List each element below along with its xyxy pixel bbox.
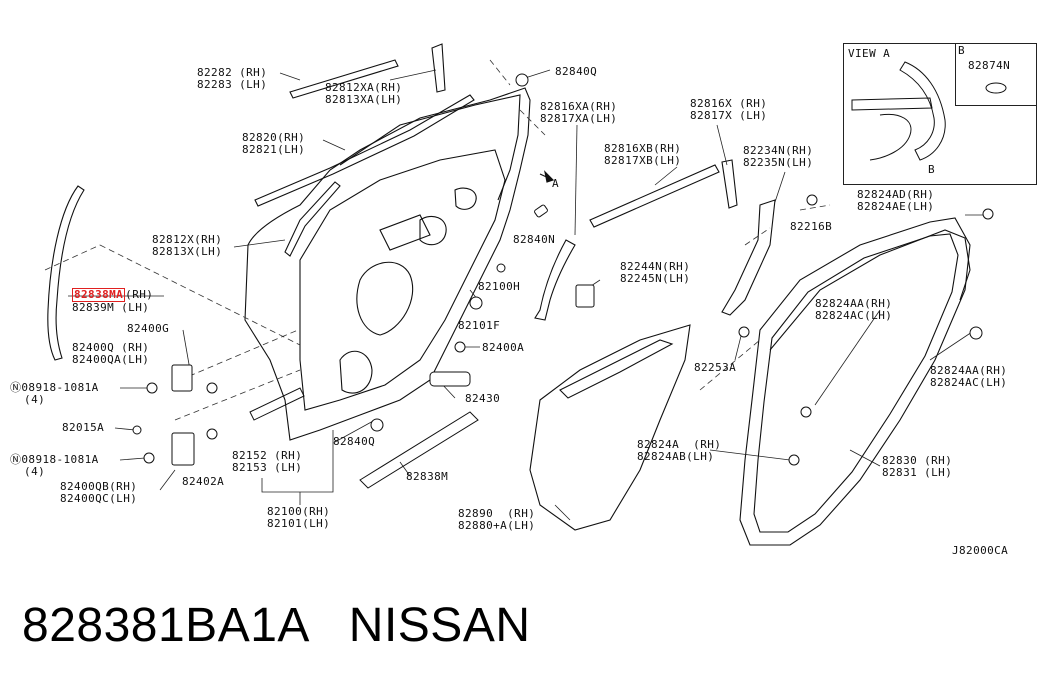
callout-82015a: 82015A (62, 421, 105, 434)
nut-08918-bottom (143, 452, 155, 464)
callout-82282: 82282 (RH)82283 (LH) (197, 66, 268, 91)
seal-82812xa (431, 43, 446, 93)
callout-82824a: 82824A (RH)82824AB(LH) (637, 438, 722, 463)
diagram-code: J82000CA (952, 544, 1009, 557)
callout-82816xa: 82816XA(RH)82817XA(LH) (540, 100, 618, 125)
handle-82430 (429, 371, 471, 387)
clip-82824aa-right (969, 326, 983, 340)
seal-82820 (254, 94, 475, 207)
view-b-label: B (958, 44, 966, 57)
view-b-clip (985, 82, 1007, 94)
callout-82400a: 82400A (482, 341, 525, 354)
callout-82152: 82152 (RH)82153 (LH) (232, 449, 303, 474)
view-a-pillar (899, 61, 946, 161)
clip-82840n (534, 204, 548, 218)
brand-name: NISSAN (348, 599, 531, 652)
seal-82812x (284, 181, 341, 257)
callout-82100: 82100(RH)82101(LH) (267, 505, 331, 530)
door-trim-armrest (559, 339, 674, 399)
callout-82812xa: 82812XA(RH)82813XA(LH) (325, 81, 403, 106)
view-a-b-marker: B (928, 163, 936, 176)
callout-82400q: 82400Q (RH)82400QA(LH) (72, 341, 150, 366)
strip-82152 (249, 387, 305, 421)
callout-82216b: 82216B (790, 220, 833, 233)
bolt-82253a (738, 326, 750, 338)
weatherstrip-82830 (739, 217, 971, 546)
callout-82840n: 82840N (513, 233, 556, 246)
clip-82824a (788, 454, 800, 466)
clip-82840q-bottom (370, 418, 384, 432)
callout-82838m: 82838M (406, 470, 449, 483)
exploded-parts-diagram (44, 43, 1007, 546)
door-inner-line (299, 149, 506, 411)
bracket-82244n (575, 284, 595, 308)
callout-82402a: 82402A (182, 475, 225, 488)
callout-82824aa-right: 82824AA(RH)82824AC(LH) (930, 364, 1008, 389)
clip-82824ad (982, 208, 994, 220)
trim-82816x (721, 159, 738, 209)
weatherstrip-82830-inner (753, 233, 959, 533)
door-cutout-4 (454, 187, 477, 210)
weatherstrip-82838ma (47, 185, 85, 361)
arrow-a-label: A (552, 177, 560, 190)
plug-82101f (469, 296, 483, 310)
bolt-82400g (206, 382, 218, 394)
hinge-82400q (171, 364, 193, 392)
view-a-trim (869, 113, 912, 161)
callout-82253a: 82253A (694, 361, 737, 374)
callout-82101f: 82101F (458, 319, 501, 332)
view-a-window (851, 97, 933, 111)
view-b-inset (955, 43, 1036, 106)
callout-82400qb: 82400QB(RH)82400QC(LH) (60, 480, 138, 505)
trim-82816xb (589, 164, 720, 228)
callout-82816x: 82816X (RH)82817X (LH) (690, 97, 768, 122)
weatherstrip-82824ad (769, 229, 971, 351)
clip-82824aa-mid (800, 406, 812, 418)
clip-82840q-top (515, 73, 529, 87)
view-a-inset (843, 43, 1037, 185)
door-cutout-3 (419, 215, 447, 246)
callout-08918-top: Ⓝ08918-1081A (4) (10, 381, 99, 406)
callout-08918-bottom: Ⓝ08918-1081A (4) (10, 453, 99, 478)
seal-82282 (289, 59, 399, 99)
callout-82816xb: 82816XB(RH)82817XB(LH) (604, 142, 682, 167)
part-caption: 828381BA1A NISSAN (22, 598, 531, 653)
callout-82840q-bottom: 82840Q (333, 435, 376, 448)
bolt-82015a (132, 425, 142, 435)
highlighted-part-number: 82838MA (72, 288, 126, 302)
clip-82100h (496, 263, 506, 273)
view-a-title: VIEW A (848, 47, 891, 60)
door-trim-panel (529, 324, 691, 531)
door-cutout-2 (339, 350, 373, 394)
callout-82812x: 82812X(RH)82813X(LH) (152, 233, 223, 258)
callout-82100h: 82100H (478, 280, 521, 293)
callout-82430: 82430 (465, 392, 501, 405)
part-number: 828381BA1A (22, 599, 308, 652)
door-cutout-5 (379, 214, 431, 251)
callout-82840q-top: 82840Q (555, 65, 598, 78)
trim-82816xa (534, 239, 576, 321)
callout-82890: 82890 (RH)82880+A(LH) (458, 507, 536, 532)
callout-82824ad: 82824AD(RH)82824AE(LH) (857, 188, 935, 213)
nut-08918-top (146, 382, 158, 394)
callout-82830: 82830 (RH)82831 (LH) (882, 454, 953, 479)
strip-82838m (359, 411, 479, 489)
door-window-frame (339, 94, 521, 201)
callout-82838ma: 82838MA(RH)82839M (LH) (72, 288, 154, 314)
bolt-82400a (454, 341, 466, 353)
door-inner-panel (244, 87, 531, 441)
view-b-part-label: 82874N (968, 59, 1011, 72)
callout-82824aa-mid: 82824AA(RH)82824AC(LH) (815, 297, 893, 322)
callout-82400g: 82400G (127, 322, 170, 335)
hinge-82400qb (171, 432, 195, 466)
bolt-82216b (806, 194, 818, 206)
door-cutout-1 (356, 261, 414, 336)
callout-82244n: 82244N(RH)82245N(LH) (620, 260, 691, 285)
trim-82234n (721, 199, 776, 316)
callout-82820: 82820(RH)82821(LH) (242, 131, 306, 156)
callout-82234n: 82234N(RH)82235N(LH) (743, 144, 814, 169)
bolt-82402a (206, 428, 218, 440)
